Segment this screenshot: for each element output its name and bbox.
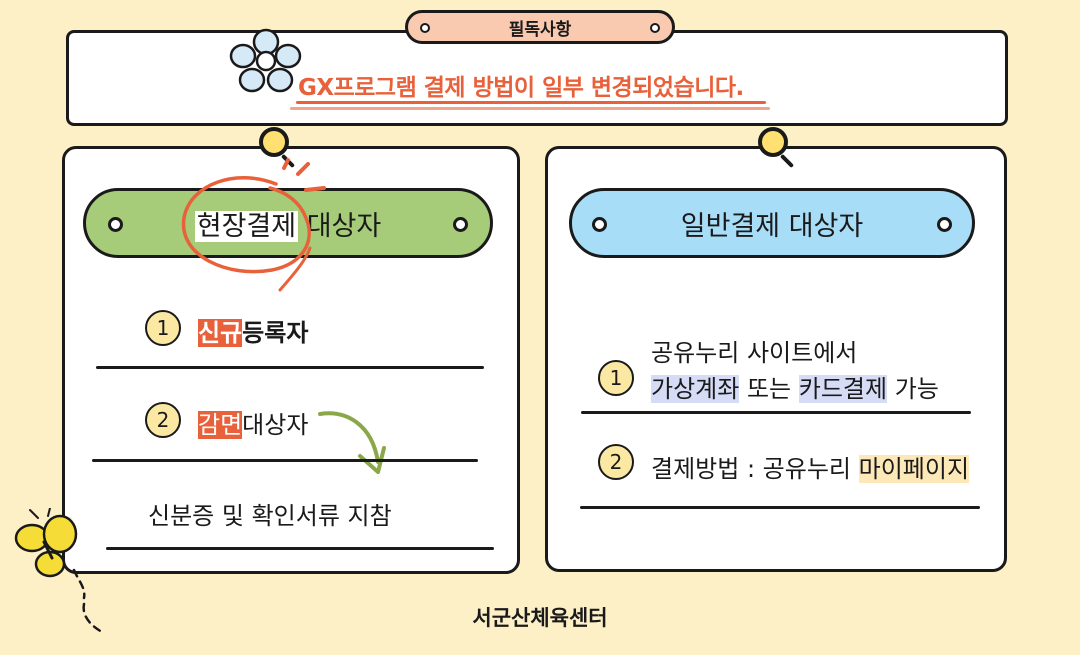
item-mid: 또는 xyxy=(739,375,799,403)
virtual-account-highlight: 가상계좌 xyxy=(651,375,740,403)
divider xyxy=(92,459,478,462)
tag-hole-left xyxy=(420,23,430,33)
flower-icon xyxy=(229,28,302,93)
title-rest: 대상자 xyxy=(306,210,382,242)
list-item: 결제방법 : 공유누리 마이페이지 xyxy=(651,449,970,484)
divider xyxy=(580,506,980,509)
pill-hole-left xyxy=(108,217,123,232)
divider xyxy=(96,366,484,369)
headline-underline-secondary xyxy=(290,107,770,110)
item-rest: 등록자 xyxy=(242,319,309,347)
footer-center-name: 서군산체육센터 xyxy=(472,606,608,630)
item-highlight: 감면 xyxy=(198,411,243,439)
headline-underline xyxy=(296,101,766,104)
divider xyxy=(581,411,971,414)
circle-scribble-icon xyxy=(181,158,326,292)
pill-hole-right xyxy=(453,217,468,232)
butterfly-icon xyxy=(14,508,104,634)
divider xyxy=(106,547,494,550)
notice-headline: GX프로그램 결제 방법이 일부 변경되었습니다. xyxy=(298,75,744,101)
onsite-payment-title: 현장결제 대상자 xyxy=(83,188,493,258)
item-number: 2 xyxy=(145,402,181,438)
list-item: 감면대상자 xyxy=(198,405,308,440)
item-number: 1 xyxy=(598,360,634,396)
pill-hole-right xyxy=(937,217,952,232)
item-number: 2 xyxy=(598,444,634,480)
item-highlight: 신규 xyxy=(198,319,243,347)
card-payment-highlight: 카드결제 xyxy=(798,375,888,403)
tag-hole-right xyxy=(650,23,660,33)
item-number: 1 xyxy=(145,310,181,346)
item-end: 가능 xyxy=(887,375,939,403)
title-text: 일반결제 대상자 xyxy=(680,210,864,242)
pin-icon xyxy=(259,127,289,157)
id-note: 신분증 및 확인서류 지참 xyxy=(148,502,392,530)
pin-icon xyxy=(758,127,788,157)
list-item: 가상계좌 또는 카드결제 가능 xyxy=(651,369,939,404)
list-item: 신규등록자 xyxy=(198,313,308,348)
item-line1: 공유누리 사이트에서 xyxy=(651,339,858,367)
pill-hole-left xyxy=(592,217,607,232)
title-highlight: 현장결제 xyxy=(194,210,299,242)
item-rest: 대상자 xyxy=(242,411,309,439)
notice-tag: 필독사항 xyxy=(405,10,675,44)
general-payment-title: 일반결제 대상자 xyxy=(569,188,975,258)
notice-tag-label: 필독사항 xyxy=(508,19,572,40)
mypage-highlight: 마이페이지 xyxy=(858,455,970,483)
curved-arrow-icon xyxy=(318,411,386,474)
item-text: 결제방법 : 공유누리 xyxy=(651,455,859,483)
